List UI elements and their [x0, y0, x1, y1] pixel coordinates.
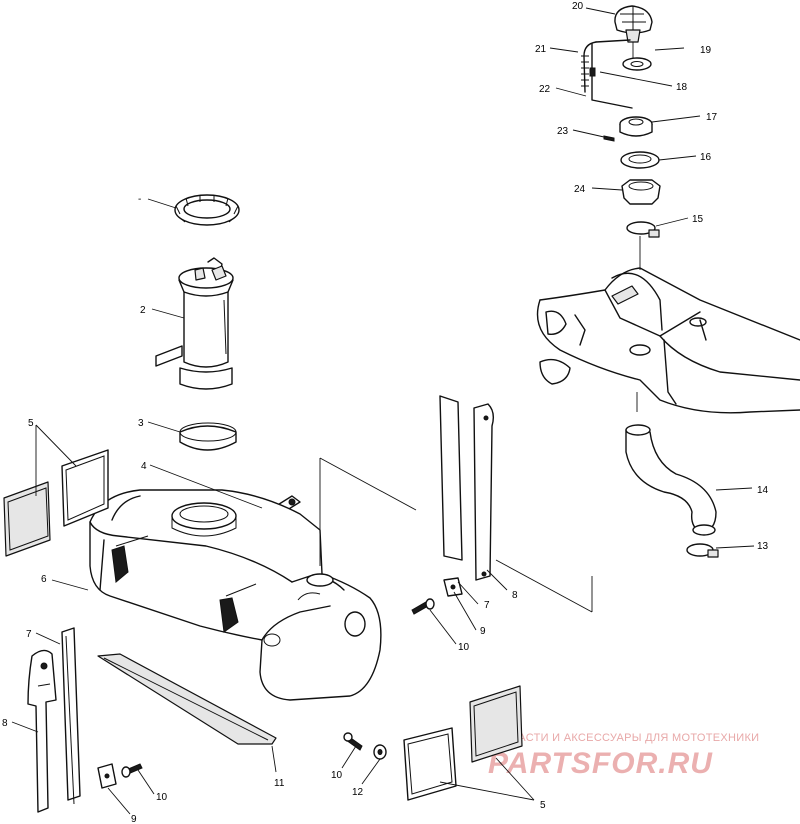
callout-6: 6	[41, 574, 47, 585]
vent-hose-21-22	[581, 39, 633, 109]
callout-21: 21	[535, 44, 547, 55]
callout-2: 2	[140, 305, 146, 316]
washer-12	[373, 744, 387, 760]
fuel-tank-6	[89, 489, 382, 701]
callout-3: 3	[138, 418, 144, 429]
bracket-9-center	[443, 577, 463, 597]
callout-8-center: 8	[512, 590, 518, 601]
callout-5-left: 5	[28, 418, 34, 429]
callout-10-center: 10	[458, 642, 470, 653]
pad-5-right-a	[403, 727, 457, 801]
strap-7-center	[439, 395, 463, 561]
callout-labels: 20 21 19 18 22 17 23 16 24 15 - 2 3 4 5 …	[2, 1, 769, 824]
vehicle-body-panel	[536, 267, 800, 414]
callout-10-right: 10	[331, 770, 343, 781]
ring-16	[620, 151, 660, 169]
pad-5-left-b	[61, 449, 109, 527]
callout-16: 16	[700, 152, 712, 163]
watermark-brand: PARTSFOR.RU	[488, 747, 713, 780]
leader-lines	[11, 7, 755, 815]
bracket-9-left	[97, 763, 117, 789]
callout-24: 24	[574, 184, 586, 195]
strap-7-left	[61, 627, 81, 805]
clamp-13	[686, 543, 719, 558]
callout-5-right: 5	[540, 800, 546, 811]
watermark-tagline: ЗАПЧАСТИ И АКСЕССУАРЫ ДЛЯ МОТОТЕХНИКИ	[488, 732, 759, 744]
gasket-3	[179, 422, 237, 451]
center-lines	[632, 42, 641, 412]
filler-cap-20	[614, 5, 653, 43]
fuel-pump-2	[155, 257, 234, 390]
callout-7-center: 7	[484, 600, 490, 611]
callout-20: 20	[572, 1, 584, 12]
lock-ring-1	[174, 194, 240, 226]
callout-7-left: 7	[26, 629, 32, 640]
callout-13: 13	[757, 541, 769, 552]
screw-23	[603, 135, 615, 142]
nut-24	[621, 179, 661, 205]
fuel-hose-14	[625, 424, 717, 536]
callout-15: 15	[692, 214, 704, 225]
callout-10-left: 10	[156, 792, 168, 803]
gasket-19	[622, 57, 652, 71]
construction-lines	[319, 457, 593, 613]
shield-11	[97, 653, 277, 745]
callout-12: 12	[352, 787, 364, 798]
pad-5-left-a	[3, 481, 51, 557]
filler-neck-17	[619, 116, 653, 137]
bolt-10-right	[343, 732, 363, 751]
callout-18: 18	[676, 82, 688, 93]
clamp-15	[626, 221, 660, 238]
strap-8-center	[473, 403, 495, 581]
callout-19: 19	[700, 45, 712, 56]
bolt-10-center	[411, 598, 435, 615]
strap-8-left	[27, 649, 57, 813]
callout-9-left: 9	[131, 814, 137, 824]
callout-9-center: 9	[480, 626, 486, 637]
watermark: ЗАПЧАСТИ И АКСЕССУАРЫ ДЛЯ МОТОТЕХНИКИ PA…	[488, 732, 759, 780]
bolt-10-left	[121, 763, 143, 778]
callout-1: -	[138, 194, 141, 205]
callout-23: 23	[557, 126, 569, 137]
callout-22: 22	[539, 84, 551, 95]
pad-5-right-b	[469, 685, 523, 763]
callout-11: 11	[274, 778, 285, 789]
callout-17: 17	[706, 112, 718, 123]
callout-8-left: 8	[2, 718, 8, 729]
callout-14: 14	[757, 485, 769, 496]
callout-4: 4	[141, 461, 147, 472]
